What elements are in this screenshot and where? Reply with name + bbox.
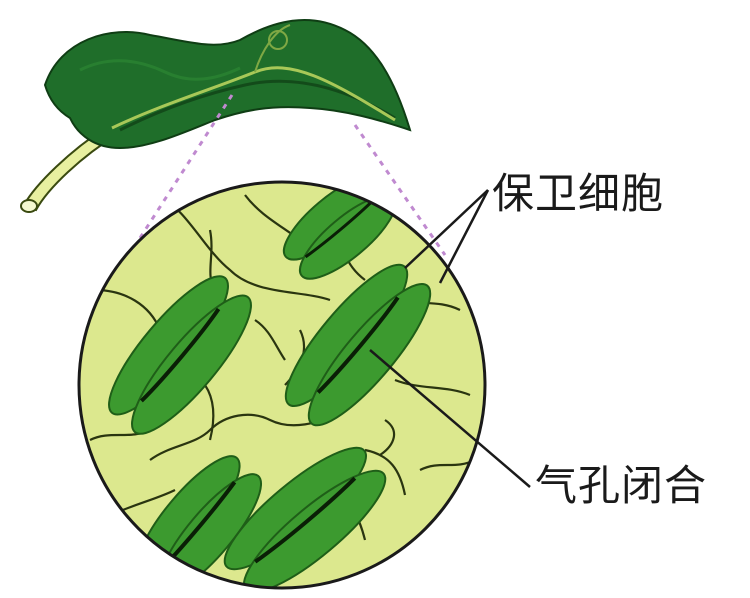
stoma-closed-label: 气孔闭合 (535, 452, 707, 513)
magnified-epidermis (79, 164, 485, 593)
leaf-illustration (21, 20, 410, 212)
guard-cell-pointer-1 (405, 190, 488, 268)
guard-cells-label: 保卫细胞 (492, 160, 664, 221)
guard-cell-pointer-2 (440, 190, 488, 283)
